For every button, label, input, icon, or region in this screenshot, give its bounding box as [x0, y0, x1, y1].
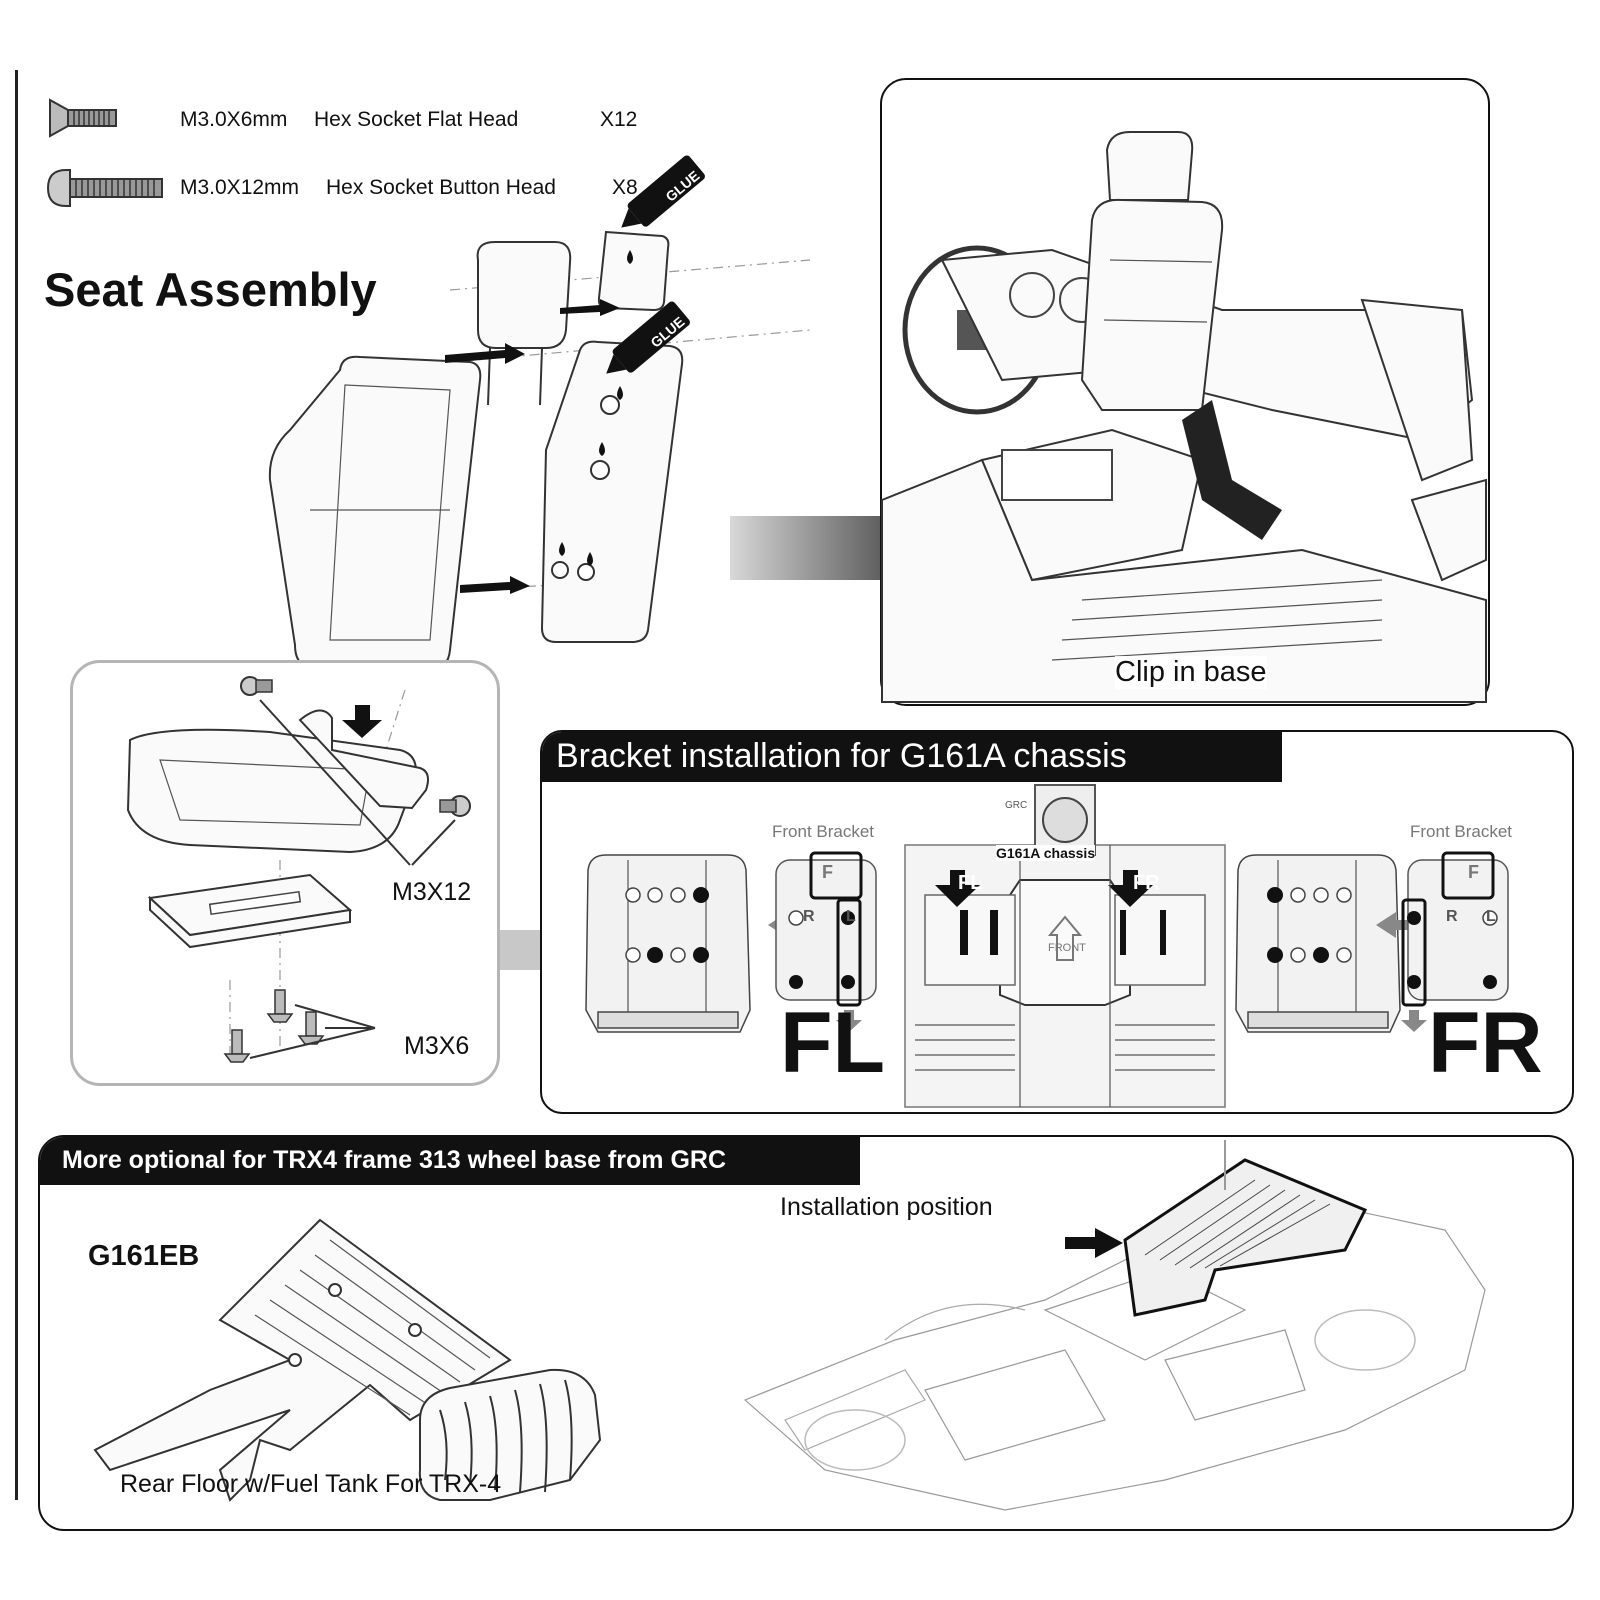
- fr-small-label: FR: [1133, 872, 1160, 894]
- hardware-qty-2: X8: [612, 176, 638, 199]
- optional-section-banner: [40, 1137, 860, 1185]
- installation-position-label: Installation position: [780, 1193, 993, 1221]
- fr-big-label: FR: [1428, 995, 1543, 1091]
- hardware-spec-1: M3.0X6mm: [180, 108, 288, 131]
- fl-seat-illustration: [585, 851, 877, 1033]
- truck-chassis-illustration: [743, 1140, 1486, 1511]
- seat-assembly-title: Seat Assembly: [44, 263, 377, 316]
- grc-mark: GRC: [1005, 800, 1028, 811]
- button-head-screw-icon: [46, 169, 163, 207]
- bracket-section-title: Bracket installation for G161A chassis: [556, 737, 1127, 775]
- interior-install-illustration: [881, 131, 1487, 703]
- seat-exploded-illustration: [268, 155, 811, 671]
- fr-r-letter: R: [1446, 908, 1458, 925]
- clip-in-base-caption: Clip in base: [1115, 656, 1267, 689]
- fl-l-letter: L: [846, 908, 856, 925]
- rear-floor-illustration: [93, 1218, 602, 1502]
- front-bracket-label-right: Front Bracket: [1410, 822, 1513, 841]
- fl-small-label: FL: [958, 872, 983, 894]
- page-left-rule: [15, 70, 18, 1500]
- chassis-label: G161A chassis: [996, 845, 1096, 861]
- hardware-name-1: Hex Socket Flat Head: [314, 108, 519, 131]
- front-bracket-label-left: Front Bracket: [772, 822, 875, 841]
- hardware-spec-2: M3.0X12mm: [180, 176, 300, 199]
- fl-r-letter: R: [803, 908, 815, 925]
- optional-section-title: More optional for TRX4 frame 313 wheel b…: [62, 1146, 727, 1174]
- seat-base-illustration: [126, 676, 471, 1063]
- part-code-label: G161EB: [88, 1240, 200, 1272]
- part-caption: Rear Floor w/Fuel Tank For TRX-4: [120, 1470, 502, 1498]
- fr-seat-illustration: [1235, 851, 1509, 1033]
- front-label: FRONT: [1048, 942, 1086, 954]
- fl-f-letter: F: [822, 862, 833, 882]
- bracket-section-banner: [542, 732, 1282, 782]
- g161a-chassis-illustration: [904, 784, 1226, 1108]
- hardware-qty-1: X12: [600, 108, 638, 131]
- install-arrow-icon: [1065, 1228, 1123, 1258]
- flat-head-screw-icon: [49, 98, 117, 138]
- fl-big-label: FL: [780, 995, 886, 1091]
- hardware-name-2: Hex Socket Button Head: [326, 176, 556, 199]
- fr-l-letter: L: [1486, 908, 1496, 925]
- fr-f-letter: F: [1468, 862, 1479, 882]
- m3x6-label: M3X6: [404, 1032, 470, 1060]
- m3x12-label: M3X12: [392, 878, 472, 906]
